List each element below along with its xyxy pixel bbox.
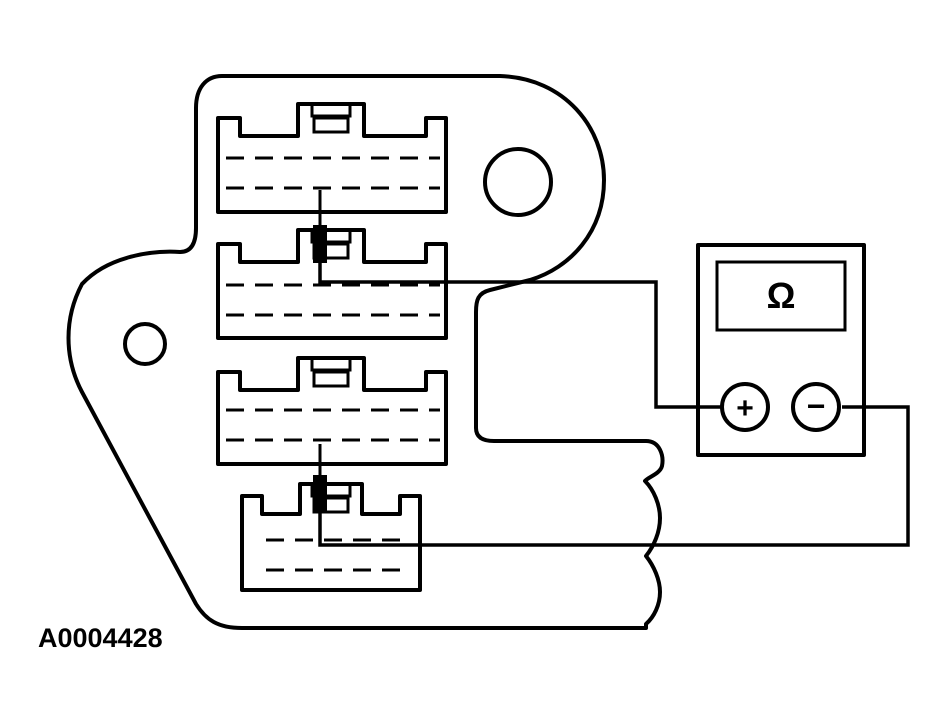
probe-positive-tip	[313, 225, 327, 263]
meter-positive-terminal	[720, 382, 770, 432]
negative-terminal-label: −	[807, 388, 826, 424]
positive-wire	[318, 262, 722, 409]
ohmmeter: Ω + −	[696, 243, 866, 457]
connector-2	[216, 228, 448, 340]
figure-id-label: A0004428	[38, 623, 163, 653]
mounting-hole-small	[123, 322, 167, 366]
probe-negative	[313, 444, 327, 513]
negative-wire	[318, 405, 910, 547]
board-outline	[66, 74, 665, 630]
connector-board	[66, 74, 665, 630]
meter-body	[696, 243, 866, 457]
probe-negative-tip	[313, 475, 327, 513]
meter-negative-terminal	[791, 382, 841, 432]
positive-terminal-label: +	[736, 392, 754, 425]
mounting-hole-large	[483, 147, 553, 217]
meter-display	[715, 260, 847, 332]
connector-1	[216, 102, 448, 214]
probe-positive	[313, 190, 327, 263]
meter-ohm-symbol: Ω	[767, 275, 796, 316]
connector-4	[240, 482, 422, 592]
connector-3	[216, 356, 448, 466]
